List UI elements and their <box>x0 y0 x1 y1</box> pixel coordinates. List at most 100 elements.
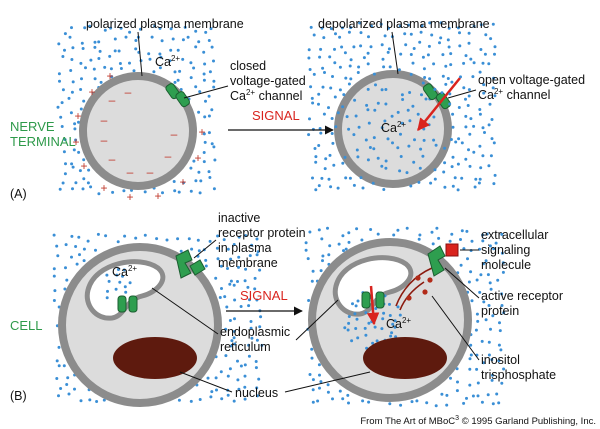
plus-sign: + <box>74 109 81 123</box>
calcium-ion-dot <box>63 32 67 36</box>
calcium-ion-dot <box>207 94 211 98</box>
closed-channel-label-1: closed <box>230 59 266 73</box>
calcium-ion-dot <box>418 233 422 237</box>
calcium-ion-dot <box>433 177 437 181</box>
calcium-ion-dot <box>466 257 469 261</box>
calcium-ion-dot <box>122 189 126 193</box>
calcium-ion-dot <box>198 398 202 401</box>
calcium-ion-dot <box>407 144 411 148</box>
calcium-ion-dot <box>248 254 252 258</box>
nucleus-active <box>363 337 447 379</box>
calcium-ion-dot <box>207 114 211 118</box>
calcium-ion-dot <box>255 386 259 390</box>
calcium-ion-dot <box>341 234 345 238</box>
minus-sign: – <box>125 85 132 99</box>
calcium-ion-dot <box>490 378 494 382</box>
calcium-ion-dot <box>478 290 482 294</box>
calcium-ion-dot <box>79 61 83 65</box>
calcium-ion-dot <box>386 137 390 141</box>
calcium-ion-dot <box>341 105 345 109</box>
calcium-ion-dot <box>439 21 443 25</box>
calcium-ion-dot <box>310 347 314 351</box>
calcium-ion-dot <box>93 45 97 49</box>
panel-a-extracellular-ions <box>56 24 217 196</box>
calcium-ion-dot <box>396 228 400 232</box>
calcium-ion-dot <box>189 189 193 193</box>
calcium-ion-dot <box>111 190 115 194</box>
calcium-ion-dot <box>490 137 494 141</box>
calcium-ion-dot <box>199 179 203 183</box>
calcium-ion-dot <box>318 55 322 59</box>
calcium-ion-dot <box>68 35 72 39</box>
calcium-ion-dot <box>229 279 233 283</box>
calcium-ion-dot <box>143 190 147 194</box>
calcium-ion-dot <box>316 399 320 403</box>
calcium-ion-dot <box>82 247 86 251</box>
calcium-ion-dot <box>468 383 472 387</box>
calcium-ion-dot <box>67 96 71 100</box>
calcium-ion-dot <box>123 285 127 289</box>
calcium-ion-dot <box>248 298 251 302</box>
calcium-ion-dot <box>492 141 496 145</box>
calcium-ion-dot <box>327 106 330 110</box>
calcium-ion-dot <box>97 57 101 60</box>
calcium-ion-dot <box>380 126 384 130</box>
calcium-ion-dot <box>92 67 96 71</box>
calcium-ion-dot <box>432 115 436 119</box>
calcium-ion-dot <box>444 82 448 86</box>
calcium-ion-dot <box>470 299 474 303</box>
calcium-ion-dot <box>147 52 151 56</box>
calcium-ion-dot <box>134 39 138 42</box>
calcium-ion-dot <box>88 24 92 28</box>
calcium-ion-dot <box>359 31 363 35</box>
calcium-ion-dot <box>189 61 193 65</box>
calcium-ion-dot <box>327 177 331 181</box>
calcium-ion-dot <box>70 90 74 94</box>
calcium-ion-dot <box>430 33 434 37</box>
calcium-ion-dot <box>462 247 466 251</box>
calcium-ion-dot <box>349 58 353 62</box>
calcium-ion-dot <box>464 114 468 118</box>
calcium-ion-dot <box>331 397 334 401</box>
calcium-ion-dot <box>374 83 377 87</box>
calcium-ion-dot <box>307 56 311 60</box>
calcium-ion-dot <box>225 305 229 309</box>
calcium-ion-dot <box>52 274 56 278</box>
calcium-ion-dot <box>445 393 449 397</box>
calcium-ion-dot <box>433 168 437 172</box>
calcium-ion-dot <box>210 108 214 112</box>
calcium-ion-dot <box>161 191 164 195</box>
calcium-ion-dot <box>204 264 208 268</box>
calcium-ion-dot <box>493 94 497 98</box>
extracellular-label-1: extracellular <box>481 228 548 242</box>
calcium-ion-dot <box>103 65 107 69</box>
calcium-ion-dot <box>345 115 349 119</box>
calcium-ion-dot <box>367 400 371 404</box>
calcium-ion-dot <box>484 318 488 322</box>
calcium-ion-dot <box>470 239 474 243</box>
calcium-ion-dot <box>98 49 102 53</box>
calcium-ion-dot <box>73 387 76 391</box>
calcium-ion-dot <box>364 138 368 142</box>
calcium-ion-dot <box>117 49 121 53</box>
calcium-ion-dot <box>481 233 485 237</box>
calcium-ion-dot <box>64 162 67 166</box>
calcium-ion-dot <box>69 111 73 115</box>
leader-line <box>295 299 339 341</box>
calcium-ion-dot <box>411 61 415 65</box>
calcium-ion-dot <box>212 145 216 149</box>
panel-a-left-cell: – – – – – – – – – + + + + + + + + + + <box>72 69 205 204</box>
calcium-ion-dot <box>468 164 472 168</box>
calcium-ion-dot <box>181 57 185 61</box>
calcium-ion-dot <box>207 131 211 135</box>
calcium-ion-dot <box>210 142 214 146</box>
calcium-ion-dot <box>397 68 401 72</box>
calcium-ion-dot <box>376 232 380 236</box>
calcium-ion-dot <box>334 125 338 129</box>
calcium-ion-dot <box>210 45 214 49</box>
calcium-ion-dot <box>388 302 391 306</box>
calcium-ion-dot <box>388 402 392 406</box>
calcium-ion-dot <box>233 342 237 346</box>
calcium-ion-dot <box>208 176 212 179</box>
calcium-ion-dot <box>421 154 425 158</box>
